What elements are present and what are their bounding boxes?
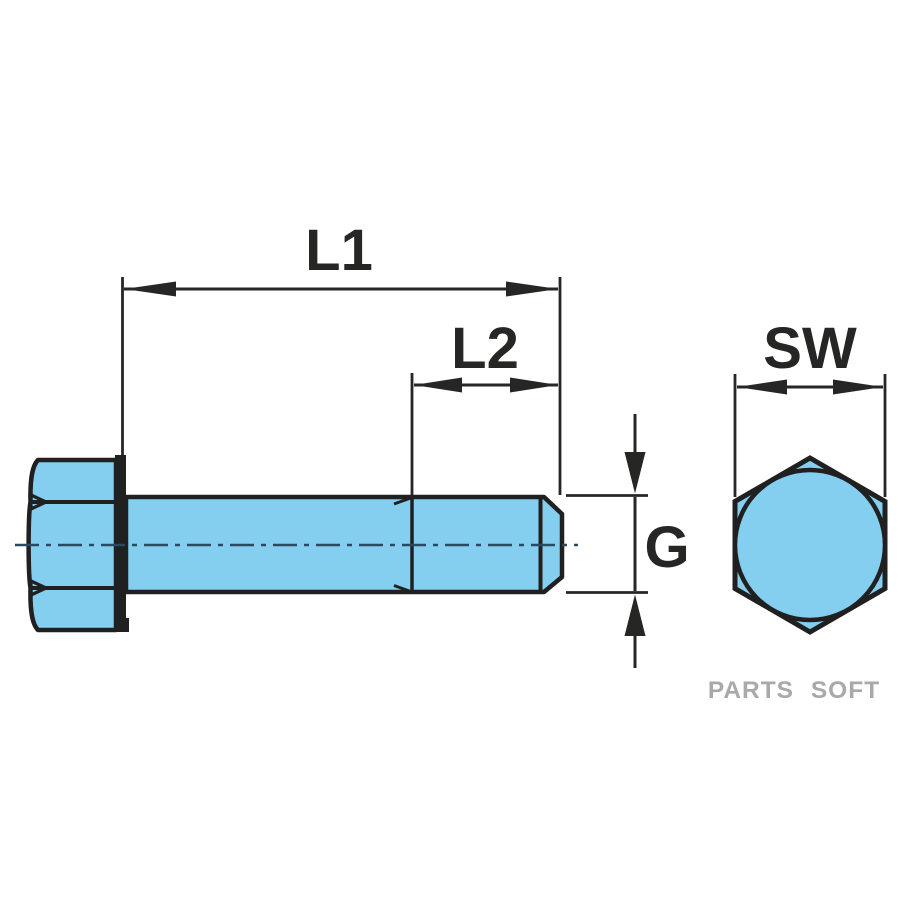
dimension-l1: L1 [121, 218, 562, 495]
dimension-sw: SW [733, 316, 887, 497]
dimension-l2: L2 [410, 316, 558, 497]
sw-arrowhead-left [737, 379, 787, 395]
watermark-text: PARTS SOFT [708, 677, 880, 704]
g-label: G [644, 515, 689, 580]
thread-runout-top [393, 496, 413, 506]
l2-label: L2 [451, 316, 519, 381]
g-arrowhead-up [624, 594, 646, 636]
sw-label: SW [763, 316, 857, 381]
l1-arrowhead-left [124, 281, 176, 297]
bolt-side-view [15, 455, 578, 633]
bolt-shank [123, 494, 565, 595]
g-arrowhead-down [624, 452, 646, 494]
l1-arrowhead-right [506, 281, 558, 297]
head-bearing-face-step [115, 618, 129, 632]
head-bearing-face [115, 455, 126, 632]
l1-label: L1 [305, 218, 373, 283]
head-chamfer-notch-top [29, 493, 48, 511]
hex-head-end-view [732, 455, 888, 635]
dimension-g: G [566, 414, 690, 668]
sw-arrowhead-right [833, 379, 883, 395]
head-chamfer-notch-bottom [29, 579, 48, 597]
thread-runout-bottom [393, 584, 413, 594]
hex-head-chamfer-circle [732, 467, 888, 623]
l2-arrowhead-right [510, 377, 558, 393]
l2-arrowhead-left [414, 377, 462, 393]
